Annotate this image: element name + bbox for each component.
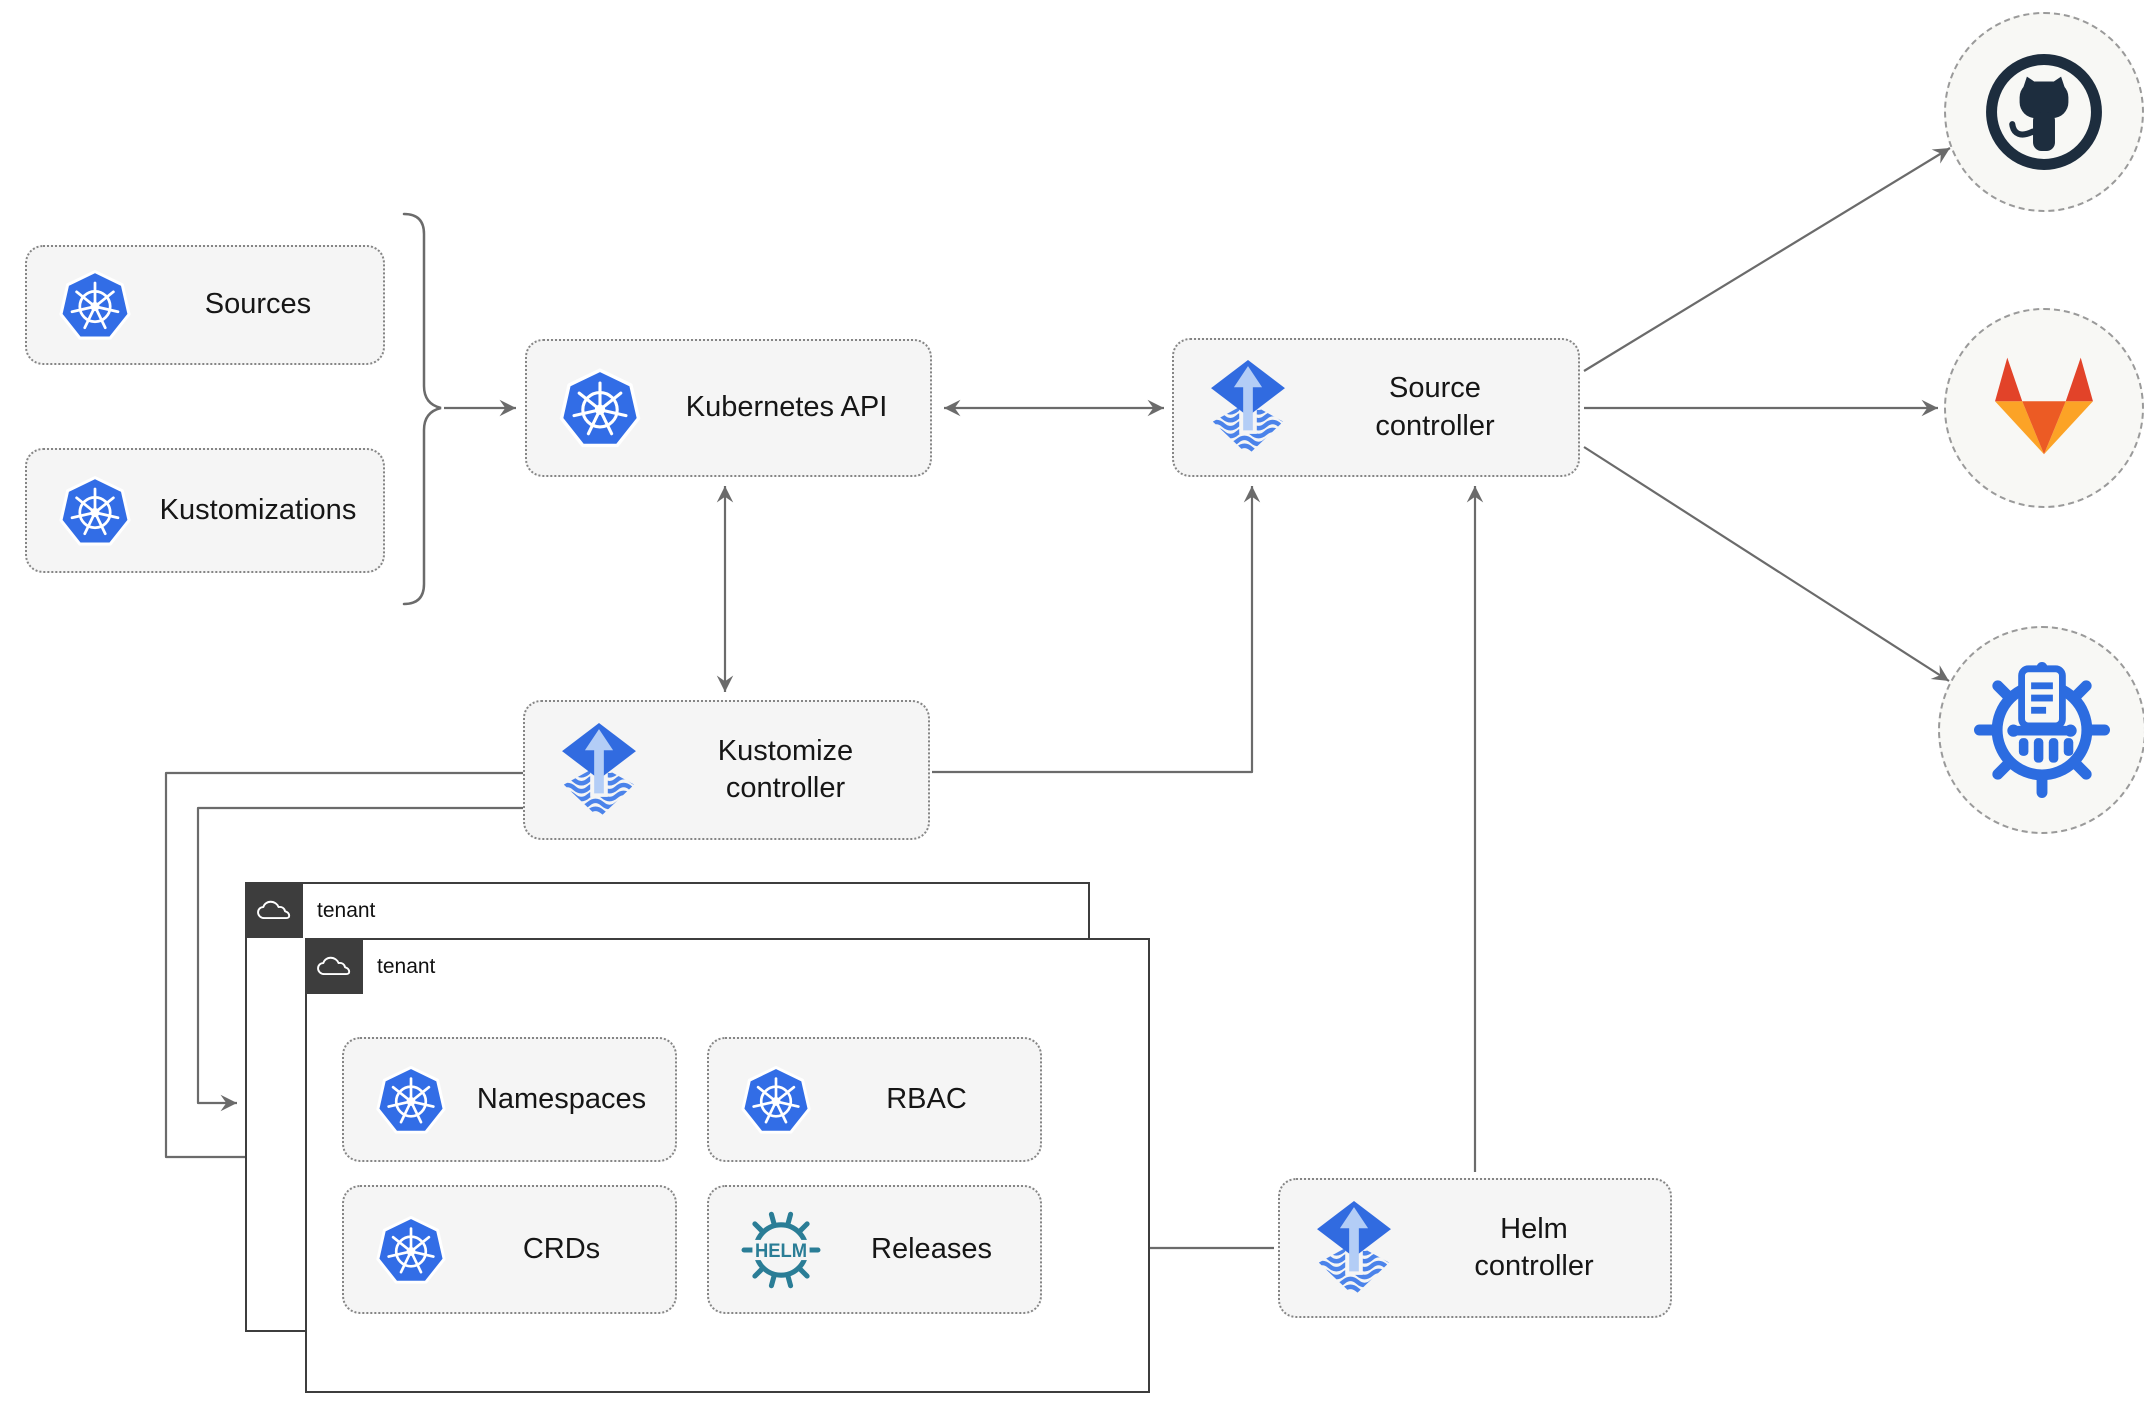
node-kubernetes-api: Kubernetes API — [525, 339, 932, 477]
node-label-sources: Sources — [204, 288, 312, 321]
node-label-kustomize-controller: Kustomize controller — [717, 734, 854, 804]
edge-source-to-chartmuseum — [1583, 446, 1950, 682]
kubernetes-icon — [739, 1063, 813, 1137]
flux-icon — [1204, 358, 1292, 457]
node-releases: HELM Releases — [707, 1185, 1042, 1314]
endpoint-gitlab — [1944, 308, 2144, 508]
cloud-icon — [315, 955, 353, 978]
edge-kustomize-to-tenant-back — [196, 806, 523, 1112]
kubernetes-icon — [374, 1063, 448, 1137]
node-label-releases: Releases — [871, 1232, 992, 1265]
helm-wordmark: HELM — [755, 1241, 807, 1262]
node-namespaces: Namespaces — [342, 1037, 677, 1162]
tenant-group-label: tenant — [317, 899, 376, 922]
helm-icon: HELM — [739, 1208, 823, 1292]
node-crds: CRDs — [342, 1185, 677, 1314]
node-rbac: RBAC — [707, 1037, 1042, 1162]
kubernetes-icon — [557, 365, 643, 451]
node-kustomizations: Kustomizations — [25, 448, 385, 573]
tenant-tab — [305, 938, 363, 994]
endpoint-github — [1944, 12, 2144, 212]
node-label-rbac: RBAC — [886, 1082, 967, 1115]
edge-kustomize-to-tenant-front — [164, 771, 523, 1166]
gitlab-icon — [1976, 340, 2112, 476]
kubernetes-icon — [57, 267, 133, 343]
node-source-controller: Source controller — [1172, 338, 1580, 477]
edge-sources-group-brace — [402, 212, 442, 606]
chartmuseum-icon — [1974, 662, 2110, 798]
cloud-icon — [255, 899, 293, 922]
node-label-namespaces: Namespaces — [476, 1082, 647, 1115]
kubernetes-icon — [374, 1213, 448, 1287]
kubernetes-icon — [57, 473, 133, 549]
endpoint-chartmuseum — [1938, 626, 2144, 834]
node-sources: Sources — [25, 245, 385, 365]
flux-icon — [555, 721, 643, 820]
node-label-crds: CRDs — [522, 1232, 601, 1265]
github-icon — [1983, 51, 2105, 173]
node-helm-controller: Helm controller — [1278, 1178, 1672, 1318]
node-label-helm-controller: Helm controller — [1474, 1212, 1594, 1282]
edge-source-to-github — [1583, 147, 1951, 372]
tenant-group-front: tenant Namespaces RBAC CRDs HELM Release… — [305, 938, 1150, 1393]
node-kustomize-controller: Kustomize controller — [523, 700, 930, 840]
node-label-kustomizations: Kustomizations — [159, 493, 357, 526]
tenant-group-label: tenant — [377, 955, 436, 978]
tenant-tab — [245, 882, 303, 938]
node-label-source-controller: Source controller — [1375, 372, 1495, 442]
node-label-kubernetes-api: Kubernetes API — [685, 391, 888, 424]
flux-icon — [1310, 1199, 1398, 1298]
edge-kustomize-to-source-controller — [932, 486, 1261, 774]
